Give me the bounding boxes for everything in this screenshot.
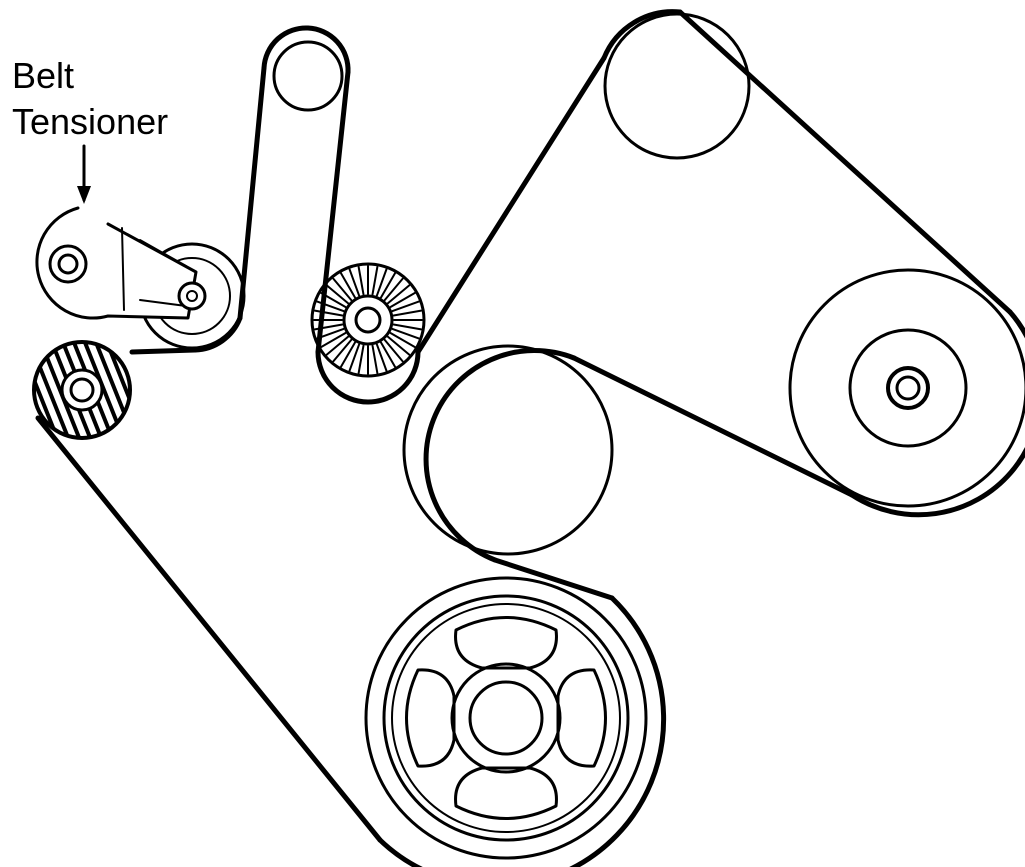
pulley-tooth: [375, 343, 388, 372]
pulley-tooth: [313, 323, 344, 331]
pulley-tooth: [386, 284, 411, 305]
pulley-tooth: [340, 272, 356, 299]
pulley-tooth: [316, 327, 345, 340]
pulley-tooth: [380, 341, 396, 368]
pulley-tooth: [313, 309, 344, 317]
pulley-tooth: [380, 272, 396, 299]
alternator-pulley: [788, 268, 1025, 508]
idler-pulley-top: [272, 40, 344, 112]
pulley-tooth: [316, 300, 345, 313]
pulley-tooth: [357, 265, 365, 296]
striped-idler-pulley: [32, 340, 132, 440]
belt-tensioner: [35, 206, 246, 350]
pulley-tooth: [391, 327, 420, 340]
pulley-tooth: [389, 332, 416, 348]
pulley-tooth: [392, 323, 423, 331]
power-steering-pulley: [603, 12, 751, 160]
pulley-tooth: [371, 344, 379, 375]
pulley-tooth: [392, 309, 423, 317]
pulley-tooth: [389, 292, 416, 308]
label-belt: Belt: [12, 55, 75, 96]
pulley-tooth: [348, 343, 361, 372]
pulley-tooth: [348, 268, 361, 297]
pulley-tooth: [391, 300, 420, 313]
pulley-tooth: [357, 344, 365, 375]
pulley-tooth: [325, 335, 350, 356]
crankshaft-pulley: [364, 576, 648, 860]
pulley-stripe: [34, 342, 60, 438]
pulley-stripe: [104, 342, 130, 438]
pulley-tooth: [332, 277, 353, 302]
pulley-tooth: [383, 277, 404, 302]
pulley-tooth: [325, 284, 350, 305]
idler-pulley-middle: [402, 344, 614, 556]
pulley-tooth: [320, 332, 347, 348]
pulley-tooth: [320, 292, 347, 308]
label-tensioner: Tensioner: [12, 101, 169, 142]
pulley-tooth: [375, 268, 388, 297]
pulley-tooth: [340, 341, 356, 368]
tensioner-arrow: [77, 144, 91, 204]
pulley-tooth: [332, 338, 353, 363]
pulley-tooth: [383, 338, 404, 363]
drive-belt: [35, 9, 1025, 867]
pulley-tooth: [371, 265, 379, 296]
toothed-idler-pulley: [310, 262, 426, 378]
pulley-tooth: [386, 335, 411, 356]
